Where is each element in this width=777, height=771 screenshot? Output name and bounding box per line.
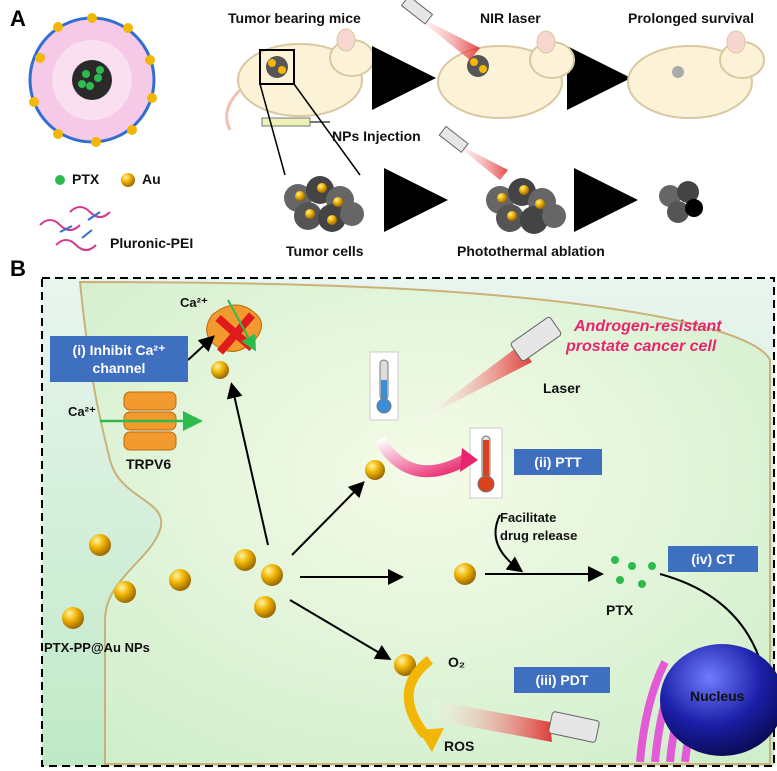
mouse-icon-tumor [225, 28, 375, 131]
trpv6-channel-icon [100, 391, 203, 451]
label-prolonged-survival: Prolonged survival [628, 10, 755, 26]
label-trpv6: TRPV6 [126, 456, 172, 472]
thermometer-hot-icon [469, 427, 503, 499]
inhibit-line2: channel [92, 360, 146, 376]
mouse-icon-survival [627, 30, 765, 119]
label-ros: ROS [444, 738, 475, 754]
mouse-icon-nir [437, 30, 575, 119]
cell-title-line2: prostate cancer cell [566, 338, 717, 355]
pluronic-pei-icon [39, 206, 111, 251]
panel-b-letter: B [10, 256, 26, 281]
laser-pointer-icon [400, 0, 480, 60]
cell-membrane [78, 280, 771, 765]
inhibit-channel-box: (i) Inhibit Ca²⁺ channel [50, 336, 188, 382]
ptx-drug-dots [611, 556, 656, 588]
label-nps: PTX-PP@Au NPs [44, 640, 150, 655]
micelle-icon [28, 13, 157, 147]
syringe-icon [261, 117, 330, 127]
ablated-cells-cluster [486, 178, 566, 234]
label-photothermal-ablation: Photothermal ablation [457, 243, 605, 259]
ptx-dot-icon [55, 175, 65, 185]
label-facilitate-line2: drug release [500, 528, 578, 543]
label-pluronic-pei: Pluronic-PEI [110, 235, 194, 251]
ptt-box: (ii) PTT [514, 449, 602, 475]
laser-pointer-icon [430, 700, 600, 743]
label-ca-top: Ca²⁺ [180, 295, 208, 310]
panel-a-letter: A [10, 6, 26, 31]
label-ptx-legend: PTX [72, 171, 100, 187]
label-tumor-cells: Tumor cells [286, 243, 364, 259]
label-ca-left: Ca²⁺ [68, 404, 96, 419]
ct-box: (iv) CT [668, 546, 758, 572]
label-o2: O₂ [448, 654, 466, 670]
label-nps-injection: NPs Injection [332, 128, 421, 144]
ros-arrow-icon [403, 656, 434, 739]
inhibited-channel-icon [206, 299, 262, 355]
label-nir-laser: NIR laser [480, 10, 541, 26]
cell-title-line1: Androgen-resistant [574, 318, 722, 335]
pathway-arrows [226, 382, 777, 728]
tumor-cells-cluster [284, 176, 364, 232]
label-facilitate-line1: Facilitate [500, 510, 557, 525]
dead-cells-cluster [659, 181, 703, 223]
nucleus-icon [660, 644, 777, 756]
au-dot-icon [121, 173, 135, 187]
label-ptx: PTX [606, 602, 634, 618]
label-au-legend: Au [142, 171, 161, 187]
inhibit-line1: (i) Inhibit Ca²⁺ [72, 342, 166, 358]
heating-arrow-icon [374, 436, 468, 478]
thermometer-cold-icon [369, 351, 399, 421]
label-tumor-bearing-mice: Tumor bearing mice [228, 10, 361, 26]
label-laser: Laser [543, 380, 581, 396]
label-nucleus: Nucleus [690, 688, 745, 704]
laser-pointer-icon [420, 316, 562, 420]
laser-pointer-icon [438, 125, 508, 180]
pdt-box: (iii) PDT [514, 667, 610, 693]
gold-nanoparticles [62, 361, 476, 676]
